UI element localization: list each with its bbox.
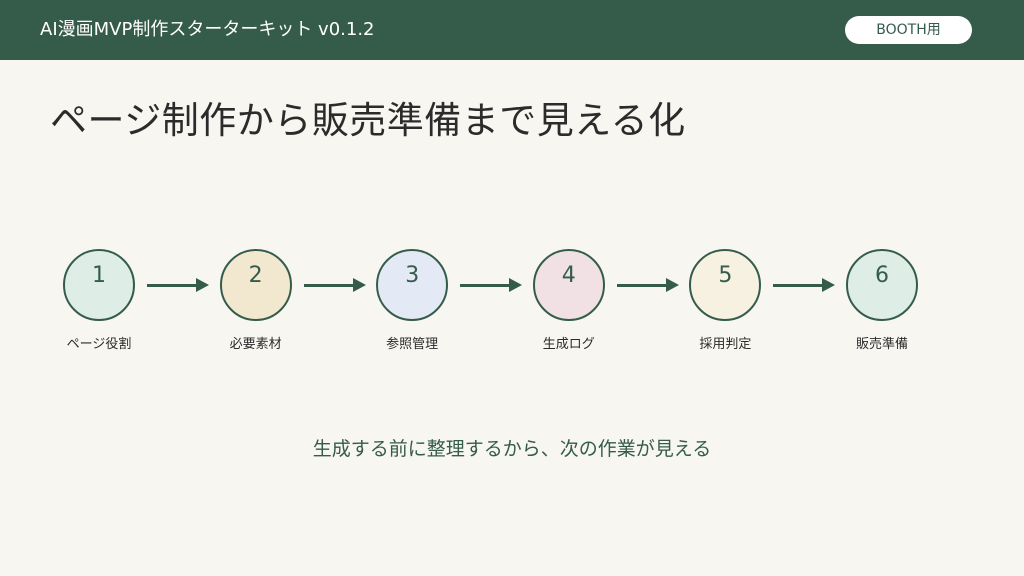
step-number: 4 [561,263,576,288]
step-circle-4: 4 [532,249,605,321]
step-label: 採用判定 [699,337,752,352]
summary-text: 生成する前に整理するから、次の作業が見える [312,438,712,460]
step-label: 販売準備 [855,337,908,352]
step-circle-3: 3 [376,249,449,321]
step-number: 3 [405,263,420,288]
arrow-icon [147,278,209,292]
arrow-icon [303,278,366,292]
page-title: ページ制作から販売準備まで見える化 [50,99,686,142]
step-circle-1: 1 [63,249,135,321]
step-label: 生成ログ [542,337,595,352]
step-label: 必要素材 [229,337,282,352]
step-number: 6 [875,263,889,288]
step-label: 参照管理 [386,337,439,352]
arrow-icon [616,278,679,292]
step-circle-2: 2 [219,249,292,321]
arrow-icon [460,278,523,292]
step-label: ページ役割 [66,337,132,352]
arrow-icon [773,278,836,292]
step-number: 2 [248,263,263,288]
step-number: 1 [92,263,106,288]
step-circle-6: 6 [846,249,918,321]
header-bar: AI漫画MVP制作スターターキット v0.1.2 BOOTH用 [0,0,1024,60]
booth-badge: BOOTH用 [845,16,972,44]
app-title: AI漫画MVP制作スターターキット v0.1.2 [40,19,375,40]
step-circle-5: 5 [689,249,762,321]
step-number: 5 [718,263,733,288]
